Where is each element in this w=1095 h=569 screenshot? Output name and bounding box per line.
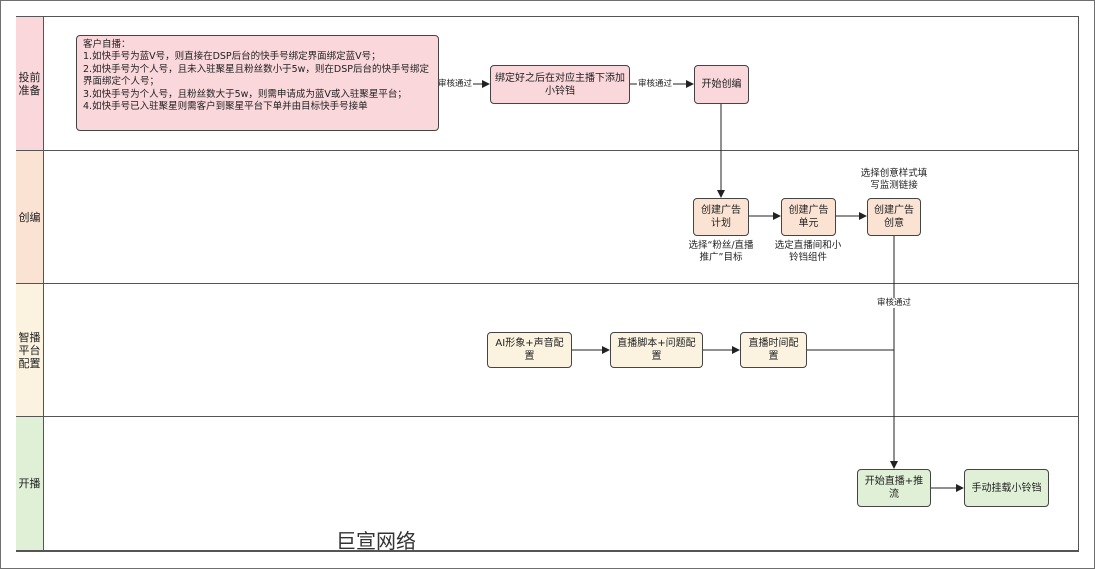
customer-note-line-3: 3.如快手号为个人号，且粉丝数大于5w，则需申请成为蓝V或入驻聚星平台； bbox=[83, 88, 407, 100]
note-unit: 选定直播间和小铃铛组件 bbox=[774, 240, 842, 263]
lane-label-platform-config: 智播平台配置 bbox=[16, 284, 44, 416]
brand-watermark: 巨宣网络 bbox=[336, 529, 416, 553]
lane-prep: 投前准备 bbox=[16, 16, 1078, 151]
customer-note-line-2: 2.如快手号为个人号，且未入驻聚星且粉丝数小于5w，则在DSP后台的快手号绑定界… bbox=[83, 63, 429, 88]
customer-note-line-1: 1.如快手号为蓝V号，则直接在DSP后台的快手号绑定界面绑定蓝V号； bbox=[83, 51, 381, 63]
customer-note-title: 客户自播： bbox=[83, 39, 131, 50]
lane-live: 开播 bbox=[16, 417, 1078, 551]
edge-label-review-2: 审核通过 bbox=[637, 79, 674, 89]
node-bind-bell: 绑定好之后在对应主播下添加小铃铛 bbox=[490, 65, 630, 104]
note-creative: 选择创意样式填写监测链接 bbox=[860, 168, 928, 191]
lane-label-create: 创编 bbox=[16, 151, 44, 283]
lane-label-live: 开播 bbox=[16, 417, 44, 550]
customer-note-line-4: 4.如快手号已入驻聚星则需客户到聚星平台下单并由目标快手号接单 bbox=[83, 101, 368, 113]
node-start-live: 开始直播+推流 bbox=[857, 469, 931, 507]
node-create-creative: 创建广告创意 bbox=[867, 198, 921, 236]
lane-create: 创编 bbox=[16, 151, 1078, 284]
node-time-config: 直播时间配置 bbox=[740, 332, 807, 368]
node-create-plan: 创建广告计划 bbox=[693, 198, 749, 236]
edge-label-review-3: 审核通过 bbox=[876, 298, 913, 308]
note-plan: 选择“粉丝/直播推广”目标 bbox=[688, 240, 754, 263]
node-create-unit: 创建广告单元 bbox=[781, 198, 836, 236]
lane-platform-config: 智播平台配置 bbox=[16, 284, 1078, 417]
node-ai-config: AI形象+声音配置 bbox=[487, 332, 572, 368]
node-start-create: 开始创编 bbox=[694, 65, 749, 104]
edge-label-review-1: 审核通过 bbox=[437, 79, 474, 89]
lane-label-prep: 投前准备 bbox=[16, 17, 44, 150]
node-script-config: 直播脚本+问题配置 bbox=[610, 332, 703, 368]
node-mount-bell: 手动挂载小铃铛 bbox=[964, 469, 1049, 507]
customer-self-broadcast-note: 客户自播： 1.如快手号为蓝V号，则直接在DSP后台的快手号绑定界面绑定蓝V号；… bbox=[76, 35, 439, 131]
